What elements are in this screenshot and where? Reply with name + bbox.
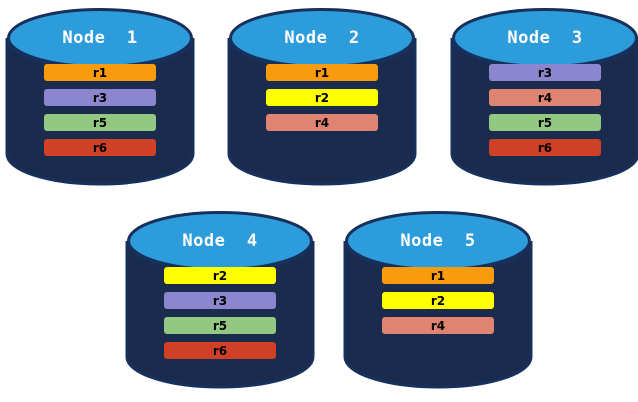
replica-stack: r1 r2 r4 [229,64,415,131]
replica-bar[interactable]: r6 [164,342,276,359]
replica-bar[interactable]: r6 [44,139,156,156]
replica-bar[interactable]: r1 [382,267,494,284]
replica-stack: r1 r2 r4 [345,267,531,334]
replica-bar[interactable]: r1 [266,64,378,81]
cylinder-top-cap [452,8,638,68]
replica-bar[interactable]: r5 [44,114,156,131]
replica-stack: r1 r3 r5 r6 [7,64,193,156]
cylinder-top-cap [7,8,193,68]
replica-stack: r2 r3 r5 r6 [127,267,313,359]
cylinder-top-cap [229,8,415,68]
replica-bar[interactable]: r5 [164,317,276,334]
replica-bar[interactable]: r2 [266,89,378,106]
replica-bar[interactable]: r2 [382,292,494,309]
replica-bar[interactable]: r3 [164,292,276,309]
replica-bar[interactable]: r4 [266,114,378,131]
cylinder-top-cap [127,211,313,271]
replica-bar[interactable]: r3 [489,64,601,81]
replica-bar[interactable]: r1 [44,64,156,81]
replica-stack: r3 r4 r5 r6 [452,64,638,156]
replica-bar[interactable]: r6 [489,139,601,156]
cylinder-top-cap [345,211,531,271]
replica-bar[interactable]: r4 [382,317,494,334]
replica-bar[interactable]: r5 [489,114,601,131]
replica-bar[interactable]: r4 [489,89,601,106]
replica-bar[interactable]: r3 [44,89,156,106]
replica-bar[interactable]: r2 [164,267,276,284]
